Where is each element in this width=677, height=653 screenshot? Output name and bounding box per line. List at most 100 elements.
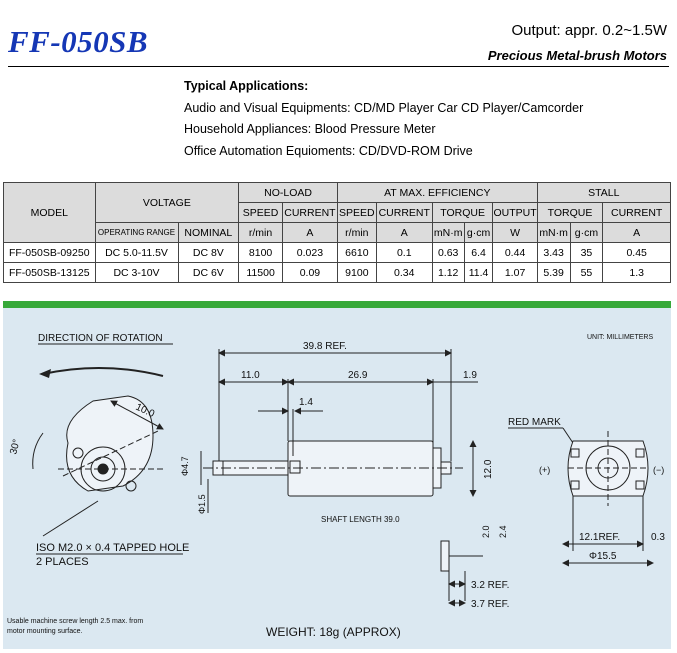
dim-32: 3.2 REF. [471, 580, 509, 591]
table-units-row: OPERATING RANGE NOMINAL r/min A r/min A … [4, 222, 671, 243]
dim-37: 3.7 REF. [471, 599, 509, 610]
sub-output: OUTPUT [492, 202, 538, 223]
technical-drawing: DIRECTION OF ROTATION UNIT: MILLIMETERS … [3, 301, 671, 649]
table-cell: 6.4 [463, 242, 494, 263]
unit-cell: r/min [238, 222, 283, 243]
table-cell: DC 6V [177, 262, 240, 283]
unit-label: UNIT: MILLIMETERS [587, 334, 653, 341]
side-view [203, 440, 463, 497]
table-subheader-row: SPEED CURRENT SPEED CURRENT TORQUE OUTPU… [4, 202, 671, 223]
table-cell: 0.63 [431, 242, 465, 263]
dim-20: 2.0 [481, 525, 491, 538]
dim-total: 39.8 REF. [303, 341, 347, 352]
header-voltage: VOLTAGE [94, 182, 240, 223]
table-cell: 1.3 [602, 262, 671, 283]
unit-cell: mN·m [536, 222, 571, 243]
spec-table: MODEL VOLTAGE NO-LOAD AT MAX. EFFICIENCY… [3, 182, 672, 283]
table-cell: 1.07 [492, 262, 538, 283]
table-cell: 3.43 [536, 242, 571, 263]
dim-121: 12.1REF. [579, 532, 620, 543]
dim-10-line [110, 400, 164, 430]
rear-view [567, 431, 649, 506]
dim-phi15: Φ1.5 [197, 494, 207, 514]
unit-cell: A [602, 222, 671, 243]
sub-torque: TORQUE [536, 202, 604, 223]
header-noload: NO-LOAD [238, 182, 338, 203]
weight-label: WEIGHT: 18g (APPROX) [266, 625, 401, 639]
unit-cell: g·cm [569, 222, 604, 243]
rotation-arrowhead-icon [39, 369, 51, 378]
application-item: Office Automation Equioments: CD/DVD-ROM… [184, 143, 473, 158]
unit-cell: mN·m [431, 222, 465, 243]
plus-terminal: (+) [539, 465, 550, 475]
table-cell: 1.12 [431, 262, 465, 283]
sub-speed: SPEED [336, 202, 377, 223]
unit-cell: g·cm [463, 222, 494, 243]
model-title: FF-050SB [8, 24, 149, 59]
unit-cell: W [492, 222, 538, 243]
minus-terminal: (−) [653, 465, 664, 475]
table-cell: 55 [569, 262, 604, 283]
header-maxeff: AT MAX. EFFICIENCY [336, 182, 538, 203]
application-item: Household Appliances: Blood Pressure Met… [184, 122, 436, 136]
applications-block: Typical Applications: Audio and Visual E… [184, 76, 583, 162]
table-cell: DC 3-10V [94, 262, 179, 283]
sub-operating-range: OPERATING RANGE [94, 222, 179, 243]
drawing-svg: DIRECTION OF ROTATION UNIT: MILLIMETERS … [7, 333, 665, 639]
header-stall: STALL [536, 182, 672, 203]
table-cell: 0.45 [602, 242, 671, 263]
angle-arc [32, 432, 44, 470]
rotation-arrow-icon [42, 367, 164, 377]
table-cell: 0.34 [375, 262, 433, 283]
sub-current: CURRENT [281, 202, 338, 223]
dim-14: 1.4 [299, 397, 313, 408]
sub-speed: SPEED [238, 202, 283, 223]
table-row: FF-050SB-13125 DC 3-10V DC 6V 11500 0.09… [3, 262, 671, 283]
table-cell: 5.39 [536, 262, 571, 283]
table-cell: FF-050SB-09250 [3, 242, 96, 263]
terminal-detail [440, 540, 483, 601]
header-divider [8, 66, 669, 67]
dim-269: 26.9 [348, 370, 368, 381]
table-cell: 0.023 [281, 242, 338, 263]
sub-torque: TORQUE [431, 202, 494, 223]
tapped-hole-places: 2 PLACES [36, 556, 89, 568]
table-cell: 0.09 [281, 262, 338, 283]
dim-phi47: Φ4.7 [180, 456, 190, 476]
red-mark-label: RED MARK [508, 417, 561, 428]
applications-heading: Typical Applications: [184, 79, 309, 93]
table-cell: 8100 [238, 242, 283, 263]
tapped-hole-label: ISO M2.0 × 0.4 TAPPED HOLE [36, 542, 189, 554]
table-cell: FF-050SB-13125 [3, 262, 96, 283]
tapped-hole-leader [42, 500, 99, 537]
table-cell: 0.44 [492, 242, 538, 263]
unit-cell: r/min [336, 222, 377, 243]
table-cell: DC 5.0-11.5V [94, 242, 179, 263]
dim-19: 1.9 [463, 370, 477, 381]
table-cell: 9100 [336, 262, 377, 283]
screw-note: Usable machine screw length 2.5 max. fro… [7, 618, 143, 625]
dim-phi155: Φ15.5 [589, 551, 617, 562]
motor-subtitle: Precious Metal-brush Motors [487, 48, 667, 63]
output-range: Output: appr. 0.2~1.5W [511, 22, 667, 39]
dim-24: 2.4 [498, 525, 508, 538]
direction-label: DIRECTION OF ROTATION [38, 333, 163, 344]
table-cell: DC 8V [177, 242, 240, 263]
unit-cell: A [375, 222, 433, 243]
dim-03: 0.3 [651, 532, 665, 543]
sub-current: CURRENT [375, 202, 433, 223]
unit-cell: A [281, 222, 338, 243]
table-cell: 35 [569, 242, 604, 263]
dim-30deg: 30° [8, 438, 23, 455]
table-header-row: MODEL VOLTAGE NO-LOAD AT MAX. EFFICIENCY… [3, 182, 672, 243]
dim-11: 11.0 [241, 370, 260, 381]
table-cell: 11.4 [463, 262, 494, 283]
dim-120: 12.0 [483, 459, 494, 479]
header-model: MODEL [3, 182, 96, 243]
table-cell: 0.1 [375, 242, 433, 263]
application-item: Audio and Visual Equipments: CD/MD Playe… [184, 100, 584, 115]
table-row: FF-050SB-09250 DC 5.0-11.5V DC 8V 8100 0… [3, 242, 671, 263]
table-cell: 6610 [336, 242, 377, 263]
screw-note: motor mounting surface. [7, 628, 83, 635]
table-cell: 11500 [238, 262, 283, 283]
